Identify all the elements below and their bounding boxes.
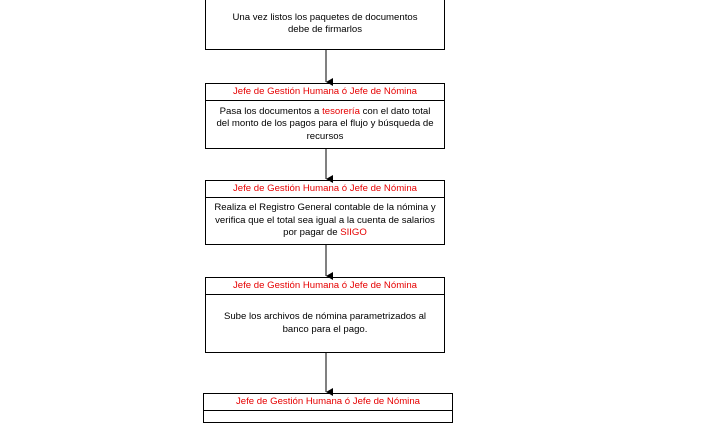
role-label: Jefe de Gestión Humana ó Jefe de Nómina: [206, 84, 444, 101]
connector-arrows: [325, 50, 333, 396]
step-box-sign-documents: Una vez listos los paquetes de documento…: [205, 0, 445, 50]
step-box-general-register: Jefe de Gestión Humana ó Jefe de Nómina …: [205, 180, 445, 245]
highlight-siigo: SIIGO: [340, 227, 367, 239]
role-label: Jefe de Gestión Humana ó Jefe de Nómina: [206, 181, 444, 198]
step-text-post: con el dato total del monto de los pagos…: [216, 105, 434, 142]
step-text-content: Pasa los documentos a tesorería con el d…: [214, 106, 436, 144]
highlight-treasury: tesorería: [322, 105, 360, 117]
step-box-send-to-treasury: Jefe de Gestión Humana ó Jefe de Nómina …: [205, 83, 445, 149]
step-text-line-1: Una vez listos los paquetes de documento…: [232, 11, 418, 23]
step-text-line-2: debe de firmarlos: [287, 24, 363, 35]
step-text: Sube los archivos de nómina parametrizad…: [206, 295, 444, 352]
step-box-upload-payroll: Jefe de Gestión Humana ó Jefe de Nómina …: [205, 277, 445, 353]
step-text-content: Sube los archivos de nómina parametrizad…: [223, 311, 427, 335]
role-label: Jefe de Gestión Humana ó Jefe de Nómina: [206, 278, 444, 295]
step-text: Pasa los documentos a tesorería con el d…: [206, 101, 444, 148]
step-text-pre: Realiza el Registro General contable de …: [214, 202, 436, 239]
step-text: Realiza el Registro General contable de …: [206, 198, 444, 244]
step-text: Una vez listos los paquetes de documento…: [206, 0, 444, 49]
step-text-pre: Pasa los documentos a: [219, 105, 323, 117]
step-text-content: Realiza el Registro General contable de …: [214, 202, 436, 240]
